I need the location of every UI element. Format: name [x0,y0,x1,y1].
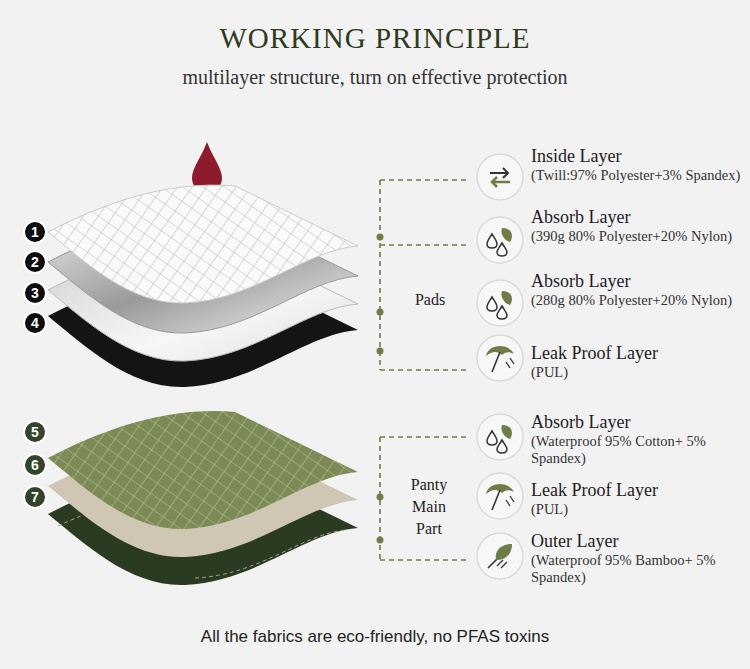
callout-text: 6 [31,457,39,473]
layer-name: Absorb Layer [531,207,630,227]
icon-stroke [497,243,507,256]
blood-drop [192,142,222,192]
callout-number: 6 [23,453,47,477]
absorb-layer [48,411,358,529]
layer-name: Leak Proof Layer [531,480,658,500]
icon-stroke [497,306,507,319]
icon-stroke [496,544,512,560]
icon-stroke [487,431,497,445]
icon-circle [477,154,523,200]
layer-name: Leak Proof Layer [531,343,658,363]
callout-text: 4 [31,315,39,331]
icon-stroke [486,346,514,356]
callout-text: 5 [31,424,39,440]
layer-material: (Waterproof 95% Bamboo+ 5% Spandex) [531,552,741,586]
icon-stroke [492,490,500,510]
icon-stroke [501,228,511,242]
callout-number: 4 [23,311,47,335]
layer-material: (PUL) [531,501,741,518]
icon-stroke [497,440,507,453]
icon-stroke [501,291,511,305]
icon-circle [477,217,523,263]
drops-icon [477,414,523,460]
caption: All the fabrics are eco-friendly, no PFA… [0,627,750,647]
inside-layer [48,185,358,303]
callout-number: 7 [23,485,47,509]
callout-number: 5 [23,420,47,444]
icon-stroke [490,168,508,178]
layer-material: (390g 80% Polyester+20% Nylon) [531,228,741,245]
layer-material: (PUL) [531,364,741,381]
icon-stroke [506,496,514,506]
umbrella-icon [477,335,523,381]
icon-circle [477,280,523,326]
icon-stroke [497,560,507,568]
callout-text: 1 [31,224,39,240]
icon-stroke [492,177,510,187]
swap-icon [477,154,523,200]
leaf-icon [477,533,523,579]
callout-text: 3 [31,285,39,301]
icon-stroke [487,297,497,311]
layer-material: (Waterproof 95% Cotton+ 5% Spandex) [531,433,741,467]
layer-name: Outer Layer [531,531,618,551]
icon-stroke [492,352,500,372]
callout-number: 3 [23,281,47,305]
callout-number: 2 [23,250,47,274]
icon-stroke [486,484,514,494]
layer-name: Inside Layer [531,146,621,166]
callout-text: 2 [31,254,39,270]
umbrella-icon [477,473,523,519]
icon-circle [477,414,523,460]
drops-icon [477,217,523,263]
subtitle: multilayer structure, turn on effective … [0,66,750,89]
callout-number: 1 [23,220,47,244]
icon-circle [477,533,523,579]
drops-icon [477,280,523,326]
icon-circle [477,335,523,381]
icon-stroke [506,358,514,368]
icon-stroke [501,425,511,439]
layer-name: Absorb Layer [531,412,630,432]
layer-material: (Twill:97% Polyester+3% Spandex) [531,167,741,184]
title: WORKING PRINCIPLE [0,22,750,55]
group-label: Pads [400,291,460,309]
layer-name: Absorb Layer [531,271,630,291]
group-label: Panty Main Part [398,474,460,540]
bracket-dot [377,234,384,544]
bracket [380,180,470,560]
callout-text: 7 [31,489,39,505]
icon-stroke [487,234,497,248]
layer-material: (280g 80% Polyester+20% Nylon) [531,292,741,309]
icon-circle [477,473,523,519]
